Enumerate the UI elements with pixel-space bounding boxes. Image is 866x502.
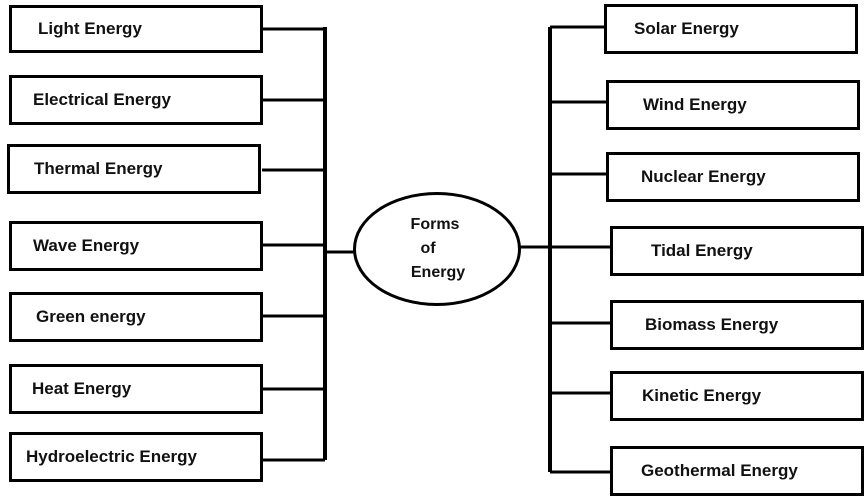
right-box-label: Geothermal Energy [641,461,798,480]
right-box-tidal-energy: Tidal Energy [610,226,864,276]
right-box-kinetic-energy: Kinetic Energy [610,371,864,421]
left-box-heat-energy: Heat Energy [9,364,263,414]
left-box-label: Hydroelectric Energy [26,447,198,466]
left-box-thermal-energy: Thermal Energy [7,144,261,194]
right-box-wind-energy: Wind Energy [606,80,860,130]
left-box-light-energy: Light Energy [9,5,263,53]
right-box-geothermal-energy: Geothermal Energy [610,446,864,496]
left-box-label: Electrical Energy [33,90,171,109]
center-label-line-2: of [420,240,436,257]
right-box-label: Kinetic Energy [642,386,762,405]
left-box-wave-energy: Wave Energy [9,221,263,271]
left-box-label: Wave Energy [33,236,140,255]
center-label-line-1: Forms [410,216,460,233]
right-box-label: Wind Energy [643,95,747,114]
right-box-label: Solar Energy [634,19,739,38]
right-box-label: Tidal Energy [651,241,753,260]
left-box-label: Thermal Energy [34,159,163,178]
left-box-label: Green energy [36,307,146,326]
right-box-biomass-energy: Biomass Energy [610,300,864,350]
left-box-hydroelectric-energy: Hydroelectric Energy [9,432,263,482]
left-box-electrical-energy: Electrical Energy [9,75,263,125]
right-box-label: Nuclear Energy [641,167,766,186]
center-label-line-3: Energy [410,264,466,281]
left-box-label: Heat Energy [32,379,132,398]
center-node-forms-of-energy: Forms of Energy [353,192,521,306]
right-box-nuclear-energy: Nuclear Energy [606,152,860,202]
right-box-label: Biomass Energy [645,315,779,334]
left-box-green-energy: Green energy [9,292,263,342]
left-box-label: Light Energy [38,19,142,38]
right-box-solar-energy: Solar Energy [604,4,858,54]
